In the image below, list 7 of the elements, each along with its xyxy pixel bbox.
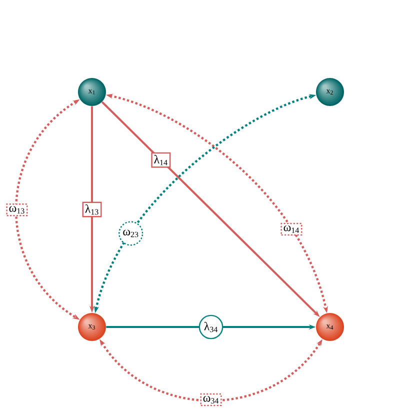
- edge-label: λ$_{14}$: [151, 152, 171, 168]
- edge-label: ω$_{34}$: [200, 393, 222, 406]
- edge-label: ω$_{14}$: [280, 222, 302, 236]
- edge-label: λ$_{34}$: [198, 314, 224, 340]
- edge-label: ω$_{23}$: [118, 221, 144, 246]
- edge-label: ω$_{13}$: [6, 204, 28, 216]
- edge-label: λ$_{13}$: [82, 202, 102, 218]
